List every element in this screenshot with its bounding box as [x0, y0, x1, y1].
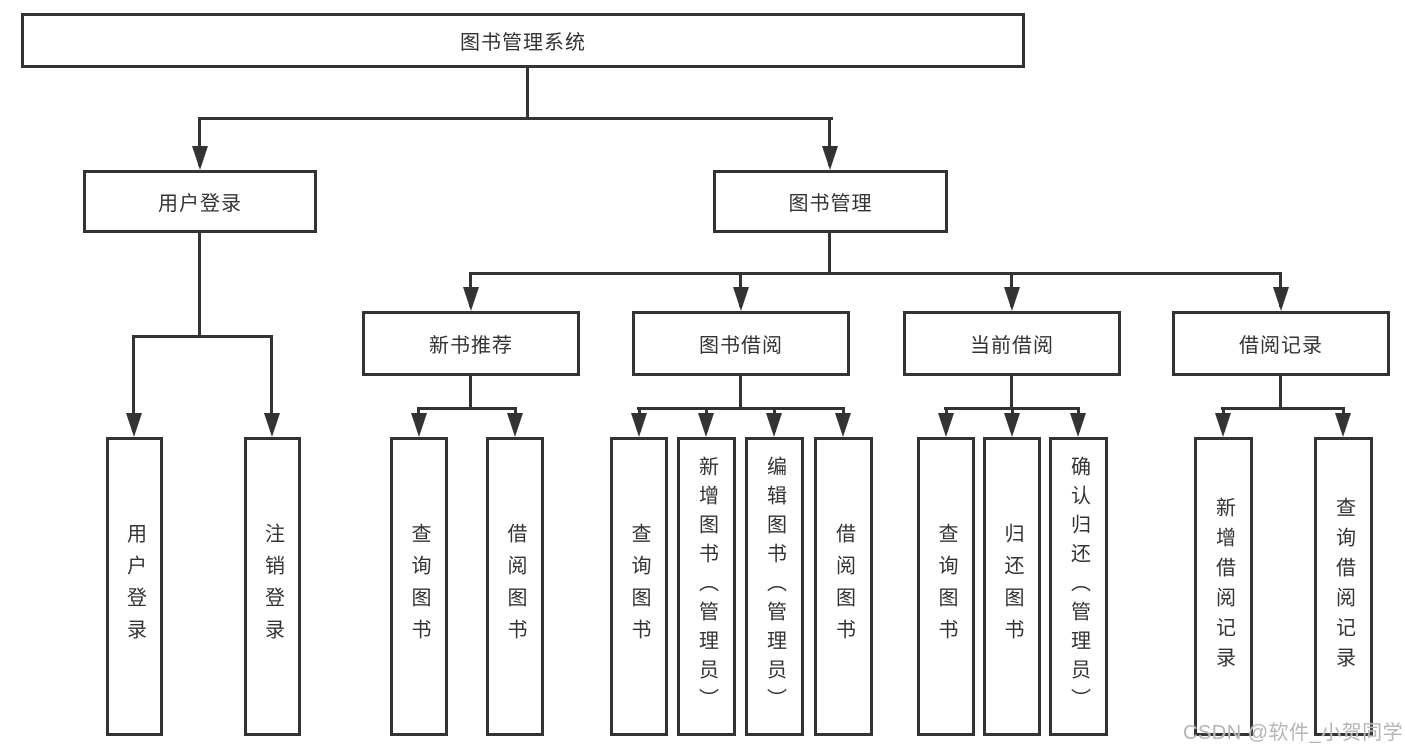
arrow-down-icon — [1215, 413, 1231, 437]
csdn-watermark: CSDN @软件_小贺同学 — [1183, 722, 1404, 744]
leaf-label: 借阅图书 — [832, 522, 855, 651]
leaf-label: 查询借阅记录 — [1332, 496, 1355, 677]
connector-line — [526, 66, 529, 119]
connector-line — [637, 407, 845, 410]
connector-line — [198, 117, 833, 120]
leaf-label: 借阅图书 — [504, 522, 526, 651]
arrow-down-icon — [938, 413, 954, 437]
leaf-record-query-borrow: 查询借阅记录 — [1314, 437, 1373, 736]
leaf-borrow-edit-book-admin: 编辑图书（管理员） — [745, 437, 804, 736]
leaf-label: 新增借阅记录 — [1212, 496, 1235, 677]
arrow-down-icon — [698, 413, 714, 437]
arrow-down-icon — [1335, 413, 1351, 437]
connector-line — [417, 407, 517, 410]
leaf-user-login: 用户登录 — [106, 437, 163, 736]
connector-line — [132, 335, 273, 338]
arrow-down-icon — [631, 413, 647, 437]
connector-line — [828, 230, 831, 275]
arrow-down-icon — [766, 413, 782, 437]
leaf-label: 新增图书（管理员） — [695, 456, 718, 717]
connector-line — [1010, 373, 1013, 409]
connector-line — [1221, 407, 1345, 410]
arrow-down-icon — [733, 287, 749, 311]
leaf-label: 编辑图书（管理员） — [763, 456, 786, 717]
arrow-down-icon — [126, 413, 142, 437]
arrow-down-icon — [1273, 287, 1289, 311]
arrow-down-icon — [411, 413, 427, 437]
node-library-management-system: 图书管理系统 — [21, 13, 1025, 68]
leaf-label: 查询图书 — [628, 522, 650, 651]
connector-line — [470, 272, 1282, 275]
leaf-borrow-query-book: 查询图书 — [610, 437, 668, 736]
node-borrow-record: 借阅记录 — [1172, 311, 1390, 376]
leaf-current-query-book: 查询图书 — [917, 437, 975, 736]
leaf-current-confirm-return-admin: 确认归还（管理员） — [1049, 437, 1108, 736]
arrow-down-icon — [264, 413, 280, 437]
node-current-borrow: 当前借阅 — [903, 311, 1121, 376]
connector-line — [132, 335, 135, 432]
leaf-label: 注销登录 — [261, 522, 284, 651]
leaf-borrow-borrow-book: 借阅图书 — [814, 437, 873, 736]
leaf-record-add-borrow: 新增借阅记录 — [1194, 437, 1253, 736]
connector-line — [828, 117, 831, 166]
leaf-current-return-book: 归还图书 — [983, 437, 1041, 736]
leaf-label: 用户登录 — [123, 522, 146, 651]
arrow-down-icon — [463, 287, 479, 311]
arrow-down-icon — [192, 146, 208, 170]
arrow-down-icon — [822, 146, 838, 170]
connector-line — [198, 117, 201, 166]
node-user-login-branch: 用户登录 — [83, 170, 317, 233]
connector-line — [739, 373, 742, 409]
arrow-down-icon — [1004, 413, 1020, 437]
leaf-borrow-add-book-admin: 新增图书（管理员） — [677, 437, 736, 736]
arrow-down-icon — [1070, 413, 1086, 437]
leaf-recommend-borrow-book: 借阅图书 — [486, 437, 544, 736]
connector-line — [198, 230, 201, 337]
node-book-management-branch: 图书管理 — [713, 170, 948, 233]
node-book-borrow: 图书借阅 — [632, 311, 850, 376]
leaf-recommend-query-book: 查询图书 — [390, 437, 448, 736]
connector-line — [469, 373, 472, 409]
leaf-label: 归还图书 — [1001, 522, 1023, 651]
arrow-down-icon — [1004, 287, 1020, 311]
arrow-down-icon — [835, 413, 851, 437]
leaf-label: 查询图书 — [408, 522, 430, 651]
node-new-book-recommend: 新书推荐 — [362, 311, 580, 376]
leaf-logout: 注销登录 — [244, 437, 301, 736]
leaf-label: 确认归还（管理员） — [1067, 456, 1090, 717]
connector-line — [270, 335, 273, 432]
leaf-label: 查询图书 — [935, 522, 957, 651]
connector-line — [1279, 373, 1282, 409]
arrow-down-icon — [507, 413, 523, 437]
